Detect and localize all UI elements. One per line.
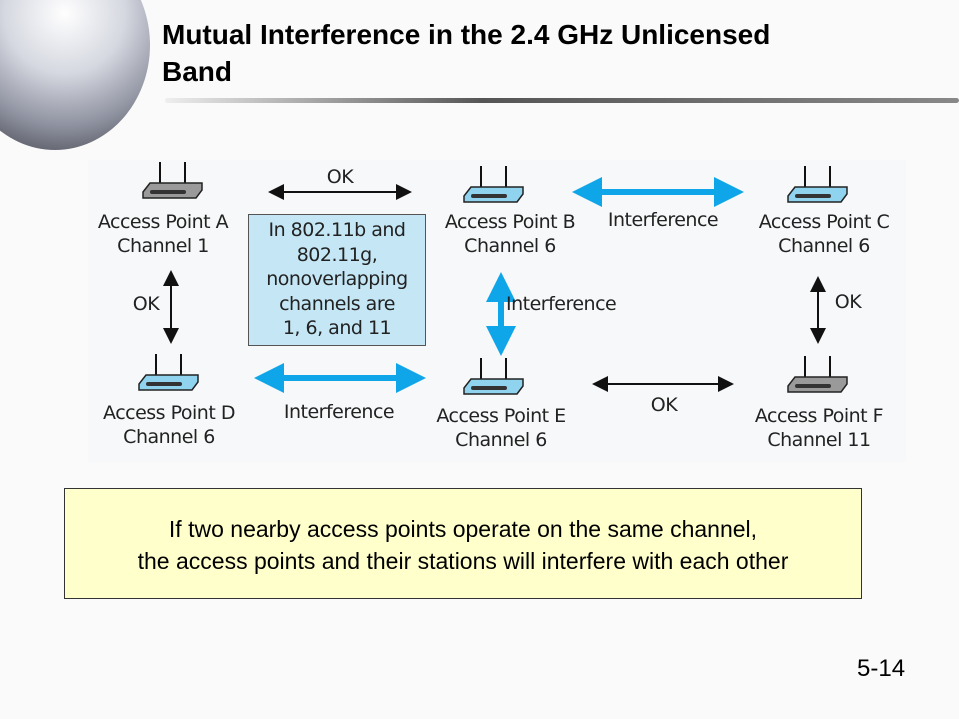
page-number: 5-14 [857, 655, 906, 682]
link-label-b-e: Interference [506, 293, 617, 315]
link-label-e-f: OK [650, 394, 678, 416]
router-a-icon [142, 162, 203, 199]
router-f-icon [787, 356, 848, 393]
link-label-b-c: Interference [607, 209, 719, 231]
slide-title: Mutual Interference in the 2.4 GHz Unlic… [162, 19, 771, 87]
router-d-icon [138, 354, 199, 391]
link-label-a-d: OK [132, 293, 160, 315]
link-label-d-e: Interference [283, 401, 395, 423]
title-divider [165, 98, 959, 103]
router-c-icon [787, 166, 848, 203]
router-e-icon [463, 358, 524, 395]
summary-callout: If two nearby access points operate on t… [64, 488, 862, 599]
router-b-icon [463, 166, 524, 203]
link-label-c-f: OK [834, 291, 862, 313]
link-label-a-b: OK [326, 166, 354, 188]
